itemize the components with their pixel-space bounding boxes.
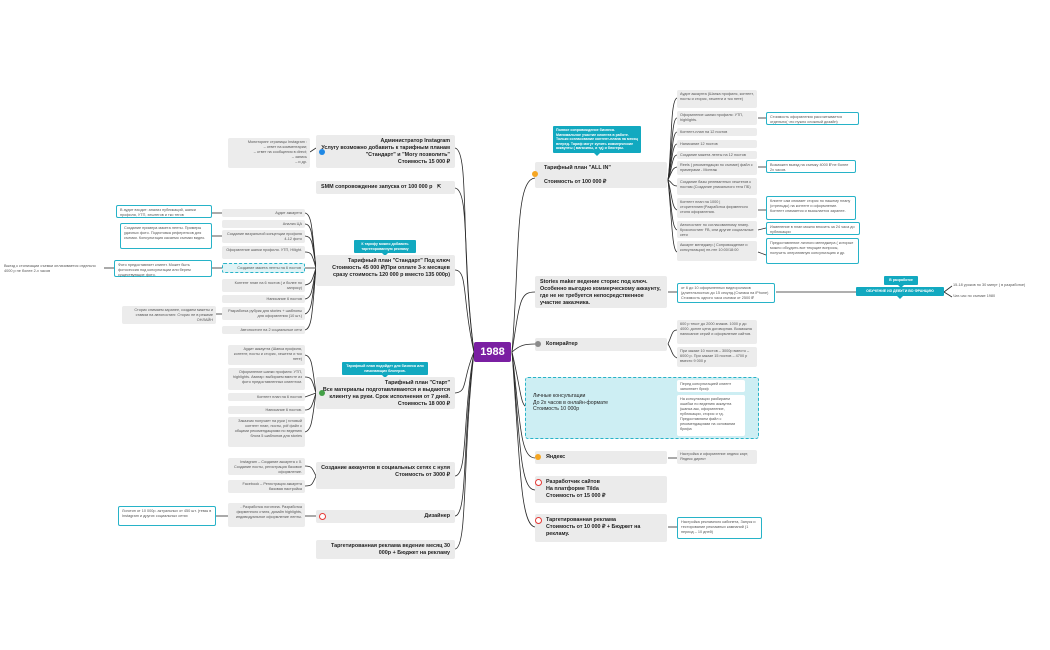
standard-note[interactable]: В аудит входит: анализ публикаций, шапки… bbox=[116, 205, 212, 218]
standard-item[interactable]: Аудит аккаунта bbox=[222, 209, 305, 217]
all-in-item[interactable]: Контент-план на 12 постов bbox=[677, 128, 757, 136]
red-ring-icon bbox=[319, 513, 326, 520]
standard-item[interactable]: Написание 6 постов bbox=[222, 295, 305, 303]
all-in-note[interactable]: Клиент сам снимает сторис по нашему план… bbox=[766, 196, 856, 220]
target-left-node[interactable]: Таргетированная реклама ведение месяц 30… bbox=[316, 540, 455, 559]
all-in-item[interactable]: Аудит аккаунта (Шапка профиля, контент, … bbox=[677, 90, 757, 108]
all-in-note[interactable]: Изменение в план можно вносить за 24 час… bbox=[766, 222, 860, 235]
all-in-node[interactable]: Тарифный план "ALL IN" Стоимость от 100 … bbox=[532, 162, 667, 188]
central-title: 1988 bbox=[480, 346, 505, 358]
start-item[interactable]: Контент план на 6 постов bbox=[228, 393, 305, 401]
target-right-note[interactable]: Настройка рекламного кабинета, Запуск и … bbox=[677, 517, 762, 539]
training-node[interactable]: ОБУЧЕНИЕ ИЗ ДЕВУГИ ВО ФРАНЦИЮ bbox=[856, 287, 944, 299]
standard-node[interactable]: Тарифный план "Стандарт" Под ключ Стоимо… bbox=[316, 255, 455, 286]
all-in-item[interactable]: Аккаунт менеджер ( Сопровождение и консу… bbox=[677, 241, 757, 261]
standard-tag: К тарифу можно добавить таргетированную … bbox=[354, 240, 416, 257]
socials-node[interactable]: Создание аккаунтов в социальных сетях с … bbox=[316, 462, 455, 489]
smm-node[interactable]: SMM сопровождение запуска от 100 000 р ⇱ bbox=[316, 181, 455, 194]
copywriter-node[interactable]: Копирайтер bbox=[535, 338, 667, 351]
start-node[interactable]: Тарифный план "Старт" Все материалы подг… bbox=[316, 377, 455, 409]
red-ring-icon bbox=[535, 479, 542, 486]
grey-dot-icon bbox=[535, 341, 541, 347]
all-in-item[interactable]: Создание базы релевантных хештегов к пос… bbox=[677, 178, 757, 195]
standard-note[interactable]: Сторис снимаем заранее, создаем макеты и… bbox=[122, 306, 216, 324]
copywriter-item[interactable]: При заказе 10 постов – 3000р вместо – 60… bbox=[677, 347, 757, 367]
in-development-tag: В разработке bbox=[884, 276, 918, 288]
all-in-item[interactable]: Написание 12 постов bbox=[677, 140, 757, 148]
all-in-item[interactable]: Оформление шапки профиля: УТП, highlight… bbox=[677, 111, 757, 125]
standard-item[interactable]: Анализ ЦА bbox=[222, 220, 305, 228]
standard-item[interactable]: Контент план на 6 постов ( и более по за… bbox=[222, 279, 305, 292]
start-tag: Тарифный план подойдет для бизнеса или н… bbox=[342, 362, 428, 379]
all-in-tag: Полное сопровождение бизнеса. Минимально… bbox=[553, 126, 641, 156]
standard-note-extra: Выезд к стилизации съемки оплачивается о… bbox=[4, 264, 96, 273]
all-in-item[interactable]: Создание макета ленты на 12 постов bbox=[677, 151, 757, 159]
red-ring-icon bbox=[535, 517, 542, 524]
consult-item[interactable]: На консультации разбираем ошибки по веде… bbox=[677, 395, 745, 436]
standard-note[interactable]: Фото предоставляет клиент. Может быть фо… bbox=[114, 260, 212, 277]
standard-item[interactable]: Разработка рубрик для stories + шаблоны … bbox=[222, 307, 305, 320]
designer-note[interactable]: Логотип от 10 000р. актуальных от 450 шт… bbox=[118, 506, 216, 526]
yandex-node[interactable]: Яндекс bbox=[535, 451, 667, 464]
start-item[interactable]: Аудит аккаунта (Шапка профиля, контент, … bbox=[228, 345, 305, 365]
copywriter-item[interactable]: 600 р текст до 2000 знаков. 1000 р до 40… bbox=[677, 320, 757, 344]
consult-node[interactable]: Личные консультации До 2х часов в онлайн… bbox=[533, 393, 609, 412]
yandex-item[interactable]: Настройка и оформление яндекс карт, Янде… bbox=[677, 450, 757, 464]
orange-dot-icon bbox=[535, 454, 541, 460]
start-item[interactable]: Заказчик получает на руки | готовый конт… bbox=[228, 417, 305, 447]
designer-node[interactable]: Дизайнер bbox=[316, 510, 455, 523]
external-link-icon[interactable]: ⇱ bbox=[436, 184, 442, 190]
stories-note[interactable]: от 6 до 10 оформленных видеороликов (дли… bbox=[677, 283, 775, 303]
tilda-node[interactable]: Разработчик сайтов На платформе Tilda Ст… bbox=[535, 476, 667, 503]
socials-item[interactable]: Instagram – Создание аккаунта с 0. Созда… bbox=[228, 458, 305, 475]
blue-dot-icon bbox=[319, 149, 325, 155]
training-item: 15-18 уроков по 30 минут ( в разработке) bbox=[953, 283, 1026, 287]
standard-item[interactable]: Создание макета ленты на 6 постов bbox=[222, 263, 305, 273]
stories-node[interactable]: Stories maker ведение сторис под ключ. О… bbox=[535, 276, 667, 308]
orange-dot-icon bbox=[532, 171, 538, 177]
all-in-item[interactable]: Reels ( рекомендации по съемке) файл с п… bbox=[677, 161, 757, 175]
training-item: Чат-час по съемке 1980 bbox=[953, 294, 996, 298]
all-in-item[interactable]: Контент план на 1000 | сторителлинг(Разр… bbox=[677, 198, 757, 218]
standard-item[interactable]: Автопостинг на 2 социальные сети bbox=[222, 326, 305, 334]
all-in-note[interactable]: Возможен выезд на съемку 4000 ₽ не более… bbox=[766, 160, 856, 173]
start-item[interactable]: Оформление шапки профиля: УТП, highlight… bbox=[228, 368, 305, 390]
standard-item[interactable]: Создание визуальной концепции профиля 4-… bbox=[222, 230, 305, 243]
admin-note[interactable]: Мониторинг страницы Instagram : – ответ … bbox=[228, 138, 310, 168]
standard-note[interactable]: Создание примера макета ленты. Примеры у… bbox=[120, 223, 212, 249]
designer-item[interactable]: - Разработка логотипа. Разработка фирмен… bbox=[228, 503, 305, 527]
target-right-node[interactable]: Таргетированная реклама Стоимость от 10 … bbox=[535, 514, 667, 542]
admin-node[interactable]: Администратор Instagram Услугу возможно … bbox=[316, 135, 455, 168]
central-node[interactable]: 1988 bbox=[474, 342, 511, 362]
green-dot-icon bbox=[319, 390, 325, 396]
start-item[interactable]: Написание 6 постов. bbox=[228, 406, 305, 414]
standard-item[interactable]: Оформление шапки профиля. УТП, Hilight. bbox=[222, 246, 305, 259]
socials-item[interactable]: Facebook – Регистрация аккаунта базовая … bbox=[228, 480, 305, 493]
all-in-note[interactable]: Предоставление личного менеджера ( котор… bbox=[766, 238, 859, 264]
all-in-item[interactable]: Автопостинг по согласованному плану. Кро… bbox=[677, 221, 757, 238]
all-in-note[interactable]: Стоимость оформления рассчитывается отде… bbox=[766, 112, 859, 125]
consult-item[interactable]: Перед консультацией клиент заполняет бри… bbox=[677, 380, 745, 392]
